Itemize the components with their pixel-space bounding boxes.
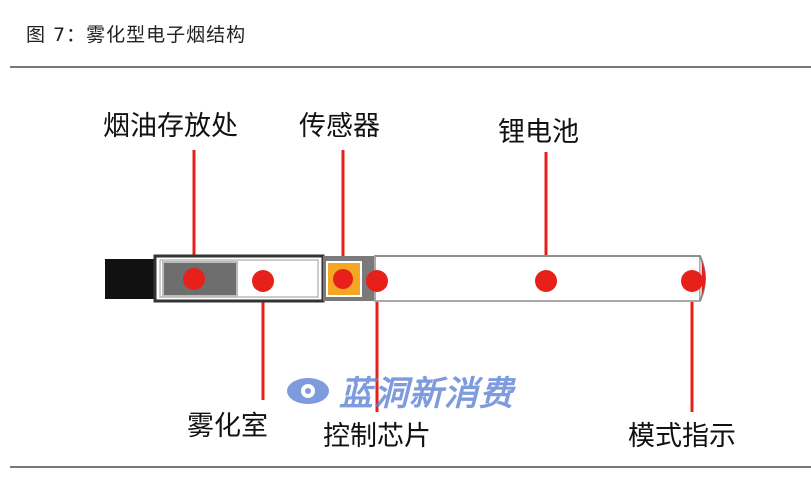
cartridge-inner	[159, 259, 319, 298]
indicator-tip-red	[702, 262, 706, 295]
bottom-divider	[10, 466, 811, 468]
mouthpiece	[105, 259, 155, 299]
label-indicator: 模式指示	[628, 421, 736, 452]
figure-title: 图 7：雾化型电子烟结构	[26, 24, 247, 46]
watermark: 蓝洞新消费	[285, 366, 514, 415]
label-sensor: 传感器	[299, 111, 380, 142]
oil-storage-block	[162, 261, 238, 297]
top-divider	[10, 66, 811, 68]
marker-oil-storage	[183, 268, 205, 290]
label-oil-storage: 烟油存放处	[103, 111, 238, 142]
label-battery: 锂电池	[498, 117, 579, 148]
label-control-chip: 控制芯片	[323, 421, 431, 452]
watermark-logo-icon	[287, 377, 329, 404]
marker-atomizer	[252, 270, 274, 292]
marker-control-chip	[366, 270, 388, 292]
marker-indicator	[681, 270, 703, 292]
watermark-text: 蓝洞新消费	[339, 374, 514, 414]
marker-sensor	[333, 269, 353, 289]
marker-battery	[535, 270, 557, 292]
label-atomizer: 雾化室	[187, 411, 268, 442]
